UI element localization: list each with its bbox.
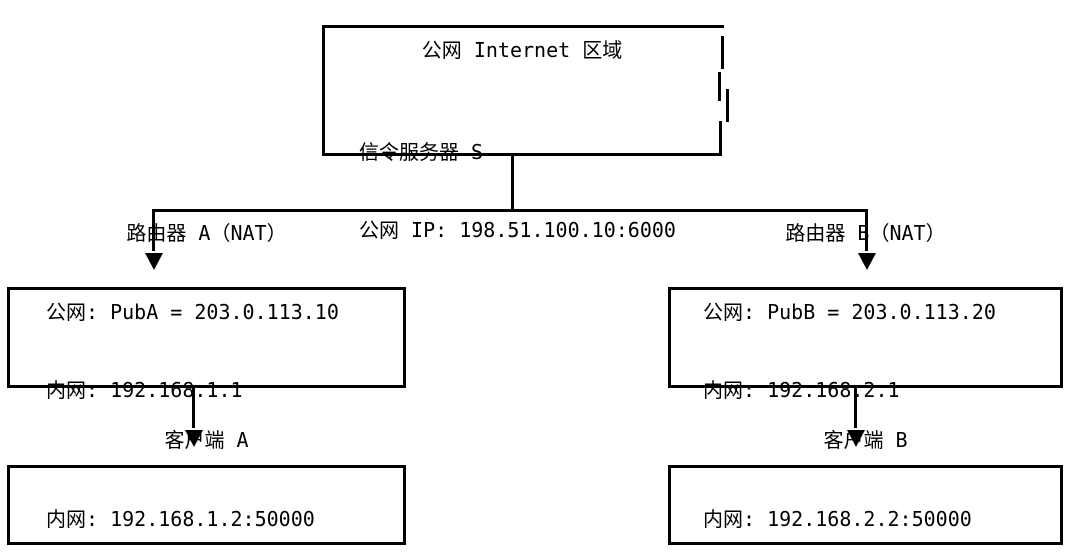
node-client-b-title: 客户端 B	[823, 427, 908, 452]
node-internet-border-segment-3	[718, 72, 721, 101]
arrowhead-to-router-b	[858, 253, 876, 270]
node-client-a-line-1: 内网: 192.168.1.2:50000	[46, 506, 315, 531]
edge-internet-stem	[511, 156, 514, 212]
node-internet-border-segment-2	[721, 36, 724, 69]
arrowhead-to-client-b	[847, 430, 865, 447]
edge-to-router-b	[865, 209, 868, 251]
node-internet-line-1: 信令服务器 S	[359, 140, 484, 164]
node-router-a-details: 公网: PubA = 203.0.113.10 内网: 192.168.1.1	[10, 247, 403, 455]
node-internet-border-segment-1	[718, 25, 724, 28]
node-client-a-details: 内网: 192.168.1.2:50000	[10, 454, 403, 552]
node-internet-title: 公网 Internet 区域	[421, 38, 623, 62]
node-router-b-title: 路由器 B（NAT）	[785, 221, 946, 245]
arrowhead-to-client-a	[185, 430, 203, 447]
edge-router-a-to-client-a	[192, 388, 195, 428]
edge-router-b-to-client-b	[854, 388, 857, 428]
edge-internet-bus	[152, 209, 868, 212]
edge-to-router-a	[152, 209, 155, 251]
node-client-b-line-1: 内网: 192.168.2.2:50000	[703, 506, 972, 531]
node-client-b[interactable]: 客户端 B 内网: 192.168.2.2:50000	[668, 428, 1063, 545]
arrowhead-to-router-a	[145, 253, 163, 270]
node-client-b-details: 内网: 192.168.2.2:50000	[671, 454, 1060, 552]
node-router-a-title: 路由器 A（NAT）	[126, 221, 287, 245]
node-internet-border-segment-5	[719, 121, 722, 156]
node-internet-border-segment-4	[726, 89, 729, 122]
node-internet-line-2: 公网 IP: 198.51.100.10:6000	[359, 218, 676, 242]
node-internet-details: 信令服务器 S 公网 IP: 198.51.100.10:6000	[325, 87, 722, 295]
node-router-b-details: 公网: PubB = 203.0.113.20 内网: 192.168.2.1	[671, 247, 1060, 455]
node-router-a[interactable]: 路由器 A（NAT） 公网: PubA = 203.0.113.10 内网: 1…	[7, 221, 406, 402]
node-client-a[interactable]: 客户端 A 内网: 192.168.1.2:50000	[7, 428, 406, 545]
node-router-b[interactable]: 路由器 B（NAT） 公网: PubB = 203.0.113.20 内网: 1…	[668, 221, 1063, 402]
node-router-a-line-2: 内网: 192.168.1.1	[46, 378, 243, 402]
node-router-b-line-1: 公网: PubB = 203.0.113.20	[703, 300, 996, 324]
node-client-a-title: 客户端 A	[164, 427, 249, 452]
node-router-b-line-2: 内网: 192.168.2.1	[703, 378, 900, 402]
node-internet-zone[interactable]: 公网 Internet 区域 信令服务器 S 公网 IP: 198.51.100…	[322, 25, 722, 242]
node-router-a-line-1: 公网: PubA = 203.0.113.10	[46, 300, 339, 324]
